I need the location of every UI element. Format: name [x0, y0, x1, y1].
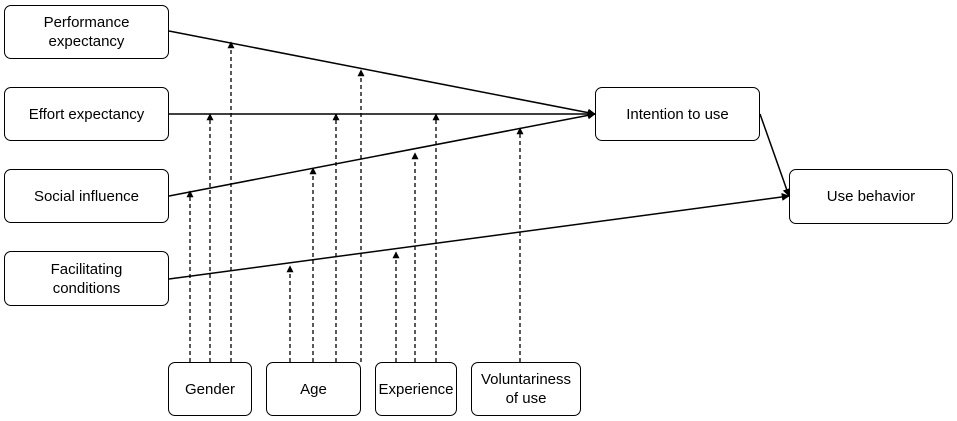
social-influence-node: Social influence	[4, 169, 169, 223]
edge-social-to-intention	[168, 111, 596, 197]
edge-performance-to-intention	[168, 30, 596, 117]
experience-moderator-node: Experience	[375, 362, 457, 416]
facilitating-conditions-node: Facilitating conditions	[4, 251, 169, 306]
performance-expectancy-node: Performance expectancy	[4, 5, 169, 59]
voluntariness-moderator-node: Voluntariness of use	[471, 362, 581, 416]
intention-to-use-node: Intention to use	[595, 87, 760, 141]
use-behavior-node: Use behavior	[789, 169, 953, 224]
edge-intention-to-behavior	[759, 113, 791, 197]
age-moderator-node: Age	[266, 362, 361, 416]
effort-expectancy-node: Effort expectancy	[4, 87, 169, 141]
edge-facilitating-to-behavior	[168, 192, 790, 280]
gender-moderator-node: Gender	[168, 362, 252, 416]
